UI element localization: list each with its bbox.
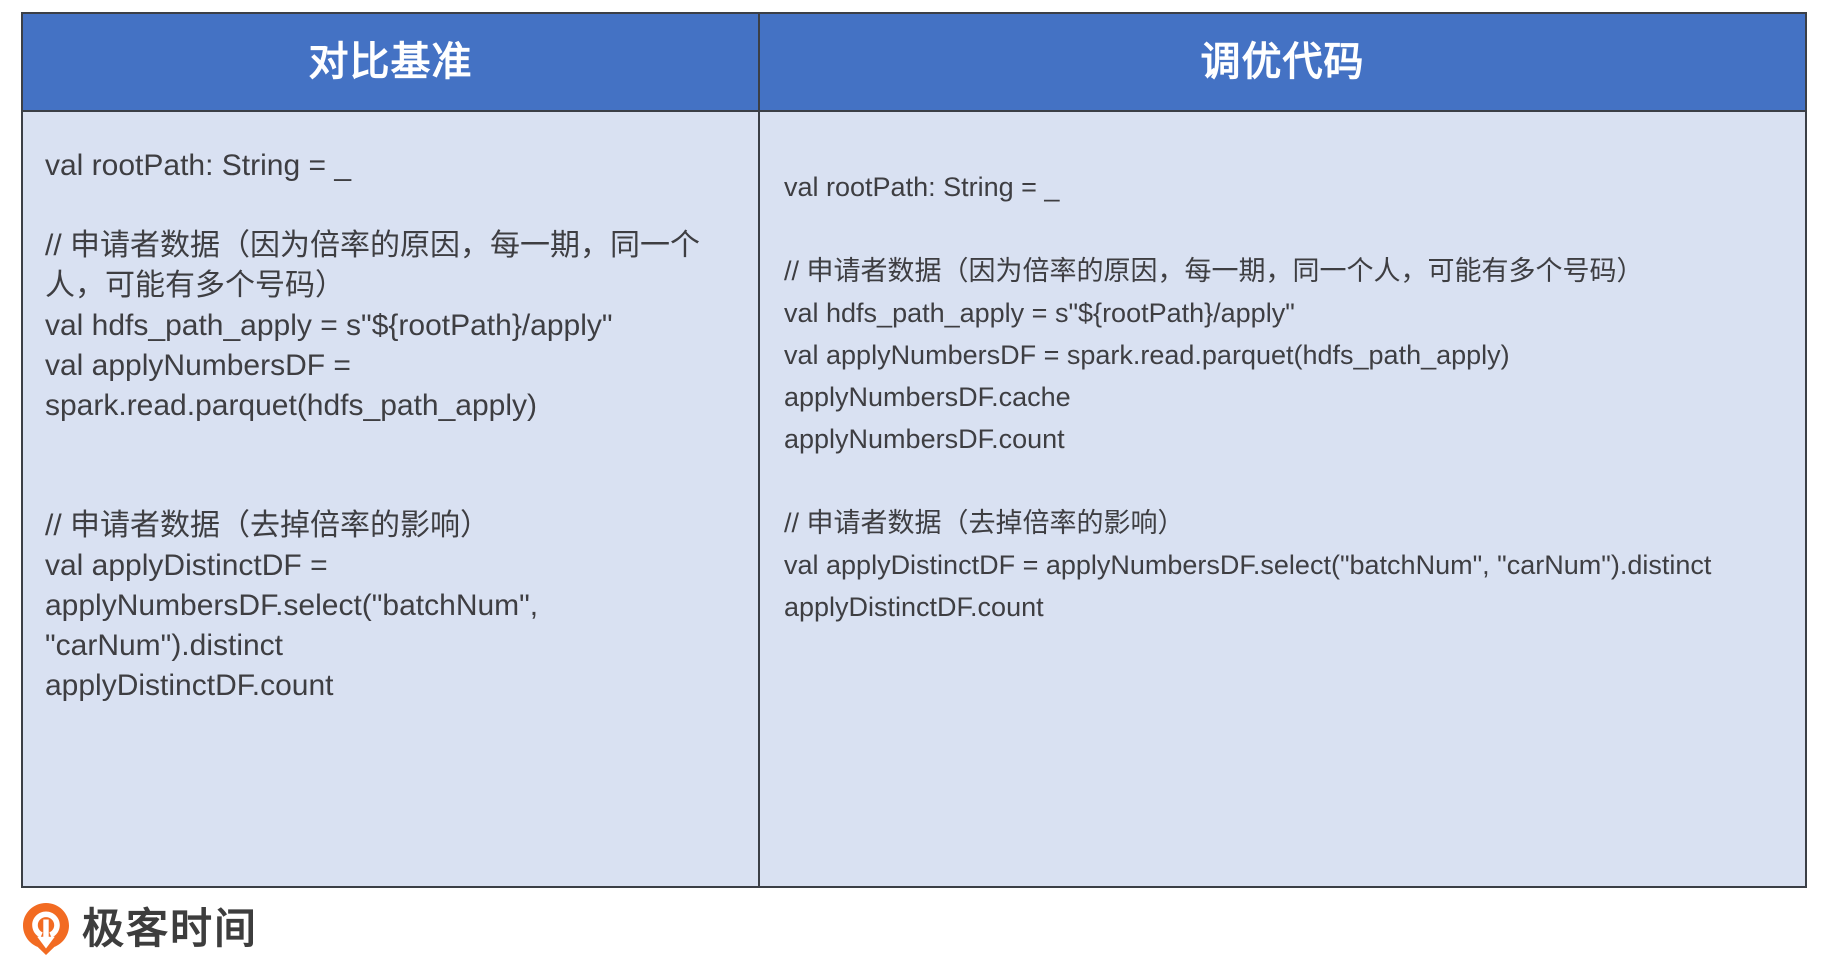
code-block-optimized: val rootPath: String = _ // 申请者数据（因为倍率的原… [784, 172, 1712, 622]
column-header-optimized: 调优代码 [758, 12, 1807, 112]
comparison-table: 对比基准 调优代码 val rootPath: String = _ // 申请… [21, 12, 1807, 888]
code-block-baseline: val rootPath: String = _ // 申请者数据（因为倍率的原… [45, 149, 701, 702]
table-header-row: 对比基准 调优代码 [21, 12, 1807, 112]
code-cell-baseline: val rootPath: String = _ // 申请者数据（因为倍率的原… [21, 110, 760, 888]
geekbang-pin-arrow-icon [23, 903, 69, 955]
column-header-baseline-label: 对比基准 [308, 40, 473, 84]
table-row: val rootPath: String = _ // 申请者数据（因为倍率的原… [21, 110, 1807, 888]
table-header-row-group: 对比基准 调优代码 [21, 12, 1807, 112]
column-header-baseline: 对比基准 [21, 12, 760, 112]
column-header-optimized-label: 调优代码 [1200, 40, 1365, 84]
brand-footer: 极客时间 [22, 902, 258, 956]
code-cell-optimized: val rootPath: String = _ // 申请者数据（因为倍率的原… [758, 110, 1807, 888]
brand-name-label: 极客时间 [82, 905, 259, 952]
table-body: val rootPath: String = _ // 申请者数据（因为倍率的原… [21, 110, 1807, 888]
